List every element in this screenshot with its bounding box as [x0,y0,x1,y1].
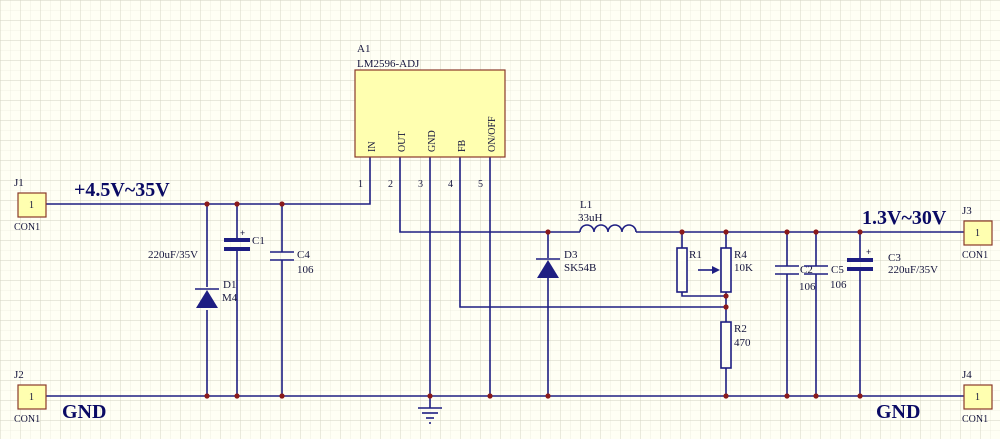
connector-j2[interactable]: J2 1 CON1 [14,369,47,425]
pin-onoff-label: ON/OFF [487,116,498,152]
resistor-icon [720,321,732,369]
capacitor-c4[interactable]: C4 106 [270,249,314,276]
r4-designator: R4 [734,249,747,261]
j4-body [963,384,993,410]
wires [46,157,964,408]
j1-designator: J1 [14,177,24,189]
c3-designator: C3 [888,252,901,264]
pin-out-label: OUT [397,131,408,152]
connector-j4[interactable]: J4 1 CON1 [962,369,993,425]
capacitor-c3[interactable]: + C3 220uF/35V [847,247,938,276]
pin-number-3: 3 [418,179,423,190]
diode-icon [536,258,560,278]
d1-designator: D1 [223,279,236,291]
r1-designator: R1 [689,249,702,261]
j4-pin: 1 [975,392,980,403]
inductor-icon [579,224,637,233]
pin-fb-label: FB [457,139,468,152]
j4-type: CON1 [962,414,988,425]
capacitor-icon [775,265,799,275]
j3-pin: 1 [975,228,980,239]
diode-d1[interactable]: D1 M4 [195,279,238,308]
j2-designator: J2 [14,369,24,381]
capacitor-c5[interactable]: C5 106 [804,264,847,291]
capacitor-icon: + [224,228,250,251]
l1-value: 33uH [578,212,603,224]
c4-designator: C4 [297,249,310,261]
r4-value: 10K [734,262,753,274]
j3-designator: J3 [962,205,972,217]
pin-in-label: IN [367,141,378,152]
pin-number-5: 5 [478,179,483,190]
capacitor-icon [270,251,294,261]
resistor-r1[interactable]: R1 [676,247,702,293]
potentiometer-r4[interactable]: R4 10K [712,247,753,293]
j3-body [963,220,993,246]
j2-pin: 1 [29,392,34,403]
regulator-body [354,69,506,158]
pin-gnd-label: GND [427,130,438,152]
potentiometer-icon [712,247,732,293]
d1-value: M4 [222,292,238,304]
pin-number-4: 4 [448,179,453,190]
j1-type: CON1 [14,222,40,233]
svg-text:+: + [240,228,245,238]
j1-body [17,192,47,218]
connector-j3[interactable]: J3 1 CON1 [962,205,993,261]
d3-value: SK54B [564,262,596,274]
ground-icon [418,407,442,424]
c2-value: 106 [799,281,816,293]
j1-pin: 1 [29,200,34,211]
regulator-a1[interactable]: A1 LM2596-ADJ IN OUT GND FB ON/OFF 1 2 3… [354,43,506,190]
pin-number-2: 2 [388,179,393,190]
capacitor-c1[interactable]: + C1 220uF/35V [148,228,265,261]
resistor-r2[interactable]: R2 470 [720,321,751,369]
inductor-l1[interactable]: L1 33uH [578,199,637,233]
resistor-icon [676,247,688,293]
diode-icon [195,288,219,308]
regulator-part: LM2596-ADJ [357,58,420,70]
capacitor-icon [804,265,828,275]
c5-designator: C5 [831,264,844,276]
capacitor-c2[interactable]: C2 106 [775,264,816,293]
regulator-designator: A1 [357,43,370,55]
c2-designator: C2 [800,264,813,276]
j3-type: CON1 [962,250,988,261]
pin-number-1: 1 [358,179,363,190]
l1-designator: L1 [580,199,592,211]
connector-j1[interactable]: J1 1 CON1 [14,177,47,233]
j2-type: CON1 [14,414,40,425]
svg-text:+: + [866,247,871,257]
c1-value: 220uF/35V [148,249,198,261]
c1-designator: C1 [252,235,265,247]
input-voltage-label: +4.5V~35V [74,179,170,201]
diode-d3[interactable]: D3 SK54B [536,249,596,278]
output-voltage-label: 1.3V~30V [862,207,947,229]
j2-body [17,384,47,410]
j4-designator: J4 [962,369,972,381]
d3-designator: D3 [564,249,578,261]
gnd-label-right: GND [876,401,920,423]
junctions [204,201,863,399]
gnd-label-left: GND [62,401,106,423]
r2-designator: R2 [734,323,747,335]
capacitor-icon: + [847,247,873,271]
c3-value: 220uF/35V [888,264,938,276]
c5-value: 106 [830,279,847,291]
r2-value: 470 [734,337,751,349]
c4-value: 106 [297,264,314,276]
